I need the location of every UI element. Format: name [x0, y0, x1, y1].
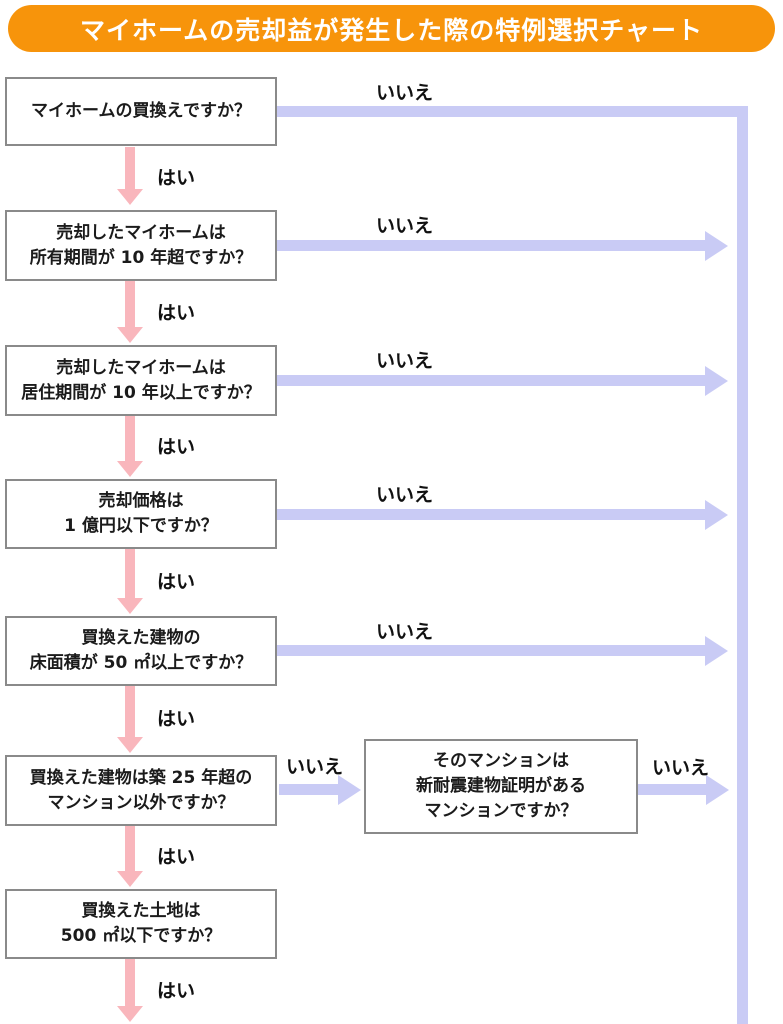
node-q4: 売却価格は 1 億円以下ですか？: [5, 479, 277, 549]
yes-label-q2: はい: [157, 302, 196, 324]
no-arrow-q2: [277, 240, 705, 251]
node-q6b-text-line2: 新耐震建物証明がある: [416, 776, 586, 796]
node-q3-text-line2: 居住期間が 10 年以上ですか？: [21, 382, 261, 403]
no-arrow-q6b: [638, 784, 706, 795]
page-title: マイホームの売却益が発生した際の特例選択チャート: [79, 15, 703, 45]
node-q7-text-line2: 500 ㎡以下ですか？: [60, 926, 222, 946]
node-q6: 買換えた建物は築 25 年超の マンション以外ですか？: [5, 755, 277, 826]
node-q2-text-line1: 売却したマイホームは: [56, 222, 226, 243]
no-label-q5: いいえ: [376, 621, 434, 643]
node-q4-text-line2: 1 億円以下ですか？: [64, 516, 218, 536]
node-q6b-text-line1: そのマンションは: [433, 751, 569, 771]
node-q6-text-line1: 買換えた建物は築 25 年超の: [29, 767, 253, 788]
node-q3-text-line1: 売却したマイホームは: [56, 357, 226, 378]
node-q7: 買換えた土地は 500 ㎡以下ですか？: [5, 889, 277, 959]
no-arrow-q5: [277, 645, 705, 656]
node-q4-text-line1: 売却価格は: [98, 491, 184, 511]
no-label-q1: いいえ: [376, 82, 434, 104]
yes-label-q1: はい: [157, 167, 196, 189]
no-arrow-q3: [277, 375, 705, 386]
yes-arrow-q1: [125, 147, 135, 189]
no-connector-q1: [277, 106, 748, 117]
no-arrow-q4: [277, 509, 705, 520]
node-q5-text-line1: 買換えた建物の: [81, 628, 201, 648]
node-q5: 買換えた建物の 床面積が 50 ㎡以上ですか？: [5, 616, 277, 686]
yes-arrow-q7: [125, 959, 135, 1006]
no-label-q2: いいえ: [376, 215, 434, 237]
yes-arrow-q4: [125, 549, 135, 598]
no-arrow-q6: [279, 784, 338, 795]
no-label-q6b: いいえ: [652, 757, 710, 779]
node-q2-text-line2: 所有期間が 10 年超ですか？: [29, 247, 253, 268]
yes-label-q7: はい: [157, 980, 196, 1002]
yes-arrow-q2: [125, 281, 135, 327]
no-label-q4: いいえ: [376, 484, 434, 506]
no-label-q3: いいえ: [376, 350, 434, 372]
chart-title-banner: マイホームの売却益が発生した際の特例選択チャート: [8, 5, 775, 52]
node-q6-text-line2: マンション以外ですか？: [47, 792, 235, 813]
yes-label-q5: はい: [157, 708, 196, 730]
yes-label-q3: はい: [157, 436, 196, 458]
yes-arrow-q6: [125, 826, 135, 871]
yes-label-q6: はい: [157, 846, 196, 868]
yes-arrow-q5: [125, 686, 135, 737]
no-path-vertical-line: [737, 106, 748, 1024]
no-label-q6: いいえ: [286, 756, 344, 778]
yes-label-q4: はい: [157, 571, 196, 593]
node-q6b-text-line3: マンションですか？: [424, 801, 578, 821]
yes-arrow-q3: [125, 416, 135, 461]
node-q5-text-line2: 床面積が 50 ㎡以上ですか？: [29, 653, 253, 673]
node-q1: マイホームの買換えですか？: [5, 77, 277, 146]
node-q7-text-line1: 買換えた土地は: [81, 901, 201, 921]
node-q3: 売却したマイホームは 居住期間が 10 年以上ですか？: [5, 345, 277, 416]
node-q6b: そのマンションは 新耐震建物証明がある マンションですか？: [364, 739, 638, 834]
node-q1-text: マイホームの買換えですか？: [31, 101, 251, 121]
node-q2: 売却したマイホームは 所有期間が 10 年超ですか？: [5, 210, 277, 281]
